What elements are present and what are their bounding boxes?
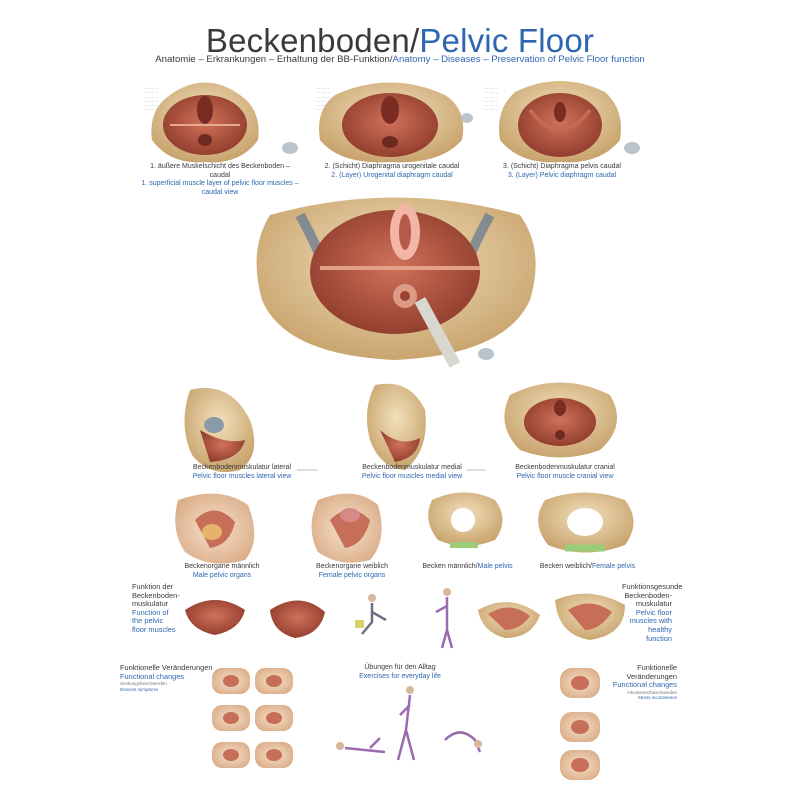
function-title-right-en: Pelvic floor muscles with healthy functi…: [629, 607, 672, 643]
changes-note-right-de: Inkontinenzbeschwerden: [627, 689, 677, 695]
orientation-icons-top: [282, 113, 640, 154]
descent-illustrations: [212, 668, 293, 768]
changes-note-left-de: Senkungsbeschwerden: [120, 681, 167, 687]
male-pelvic-organs: [175, 493, 255, 564]
female-pelvis: [538, 492, 634, 553]
caption-cranial-de: Beckenbodenmuskulatur cranial: [515, 464, 615, 471]
page-subtitle: Anatomie – Erkrankungen – Erhaltung der …: [0, 54, 800, 65]
function-title-left-en: Function of the pelvic floor muscles: [132, 607, 176, 634]
changes-title-left-de: Funktionelle Veränderungen: [120, 663, 213, 672]
caption-lateral-de: Beckenbodenmuskulatur lateral: [192, 464, 292, 471]
caption-view-2: 2. (Schicht) Diaphragma urogenitale caud…: [322, 163, 462, 180]
caption-female-organs-en: Female pelvic organs: [318, 571, 386, 579]
caption-male-pelvis-de: Becken männlich/: [422, 563, 478, 570]
exercise-title-de: Übungen für den Alltag: [364, 664, 436, 671]
caption-view-1-de: 1. äußere Muskelschicht des Beckenboden …: [150, 163, 290, 179]
medial-view: [366, 383, 426, 470]
title-english: Pelvic Floor: [419, 22, 595, 59]
pelvic-view-2: [319, 82, 464, 163]
caption-male-organs-en: Male pelvic organs: [192, 571, 252, 579]
caption-female-organs-de: Beckenorgane weiblich: [316, 563, 388, 570]
pelvic-view-3: [499, 81, 621, 163]
caption-female-pelvis-en: Female pelvis: [591, 563, 636, 570]
caption-male-pelvis-en: Male pelvis: [477, 563, 513, 570]
male-pelvis: [428, 492, 503, 548]
changes-note-right-en: Stress incontinence: [637, 695, 677, 701]
function-title-left: Funktion der Beckenboden-muskulatur Func…: [132, 582, 180, 635]
caption-view-1-en: 1. superficial muscle layer of pelvic fl…: [141, 180, 299, 196]
pelvic-view-1: [151, 82, 259, 163]
caption-view-1: 1. äußere Muskelschicht des Beckenboden …: [140, 163, 300, 197]
changes-title-right-en: Functional changes: [612, 680, 677, 690]
caption-lateral: Beckenbodenmuskulatur lateral Pelvic flo…: [182, 464, 302, 481]
exercise-title-en: Exercises for everyday life: [359, 672, 441, 680]
exercise-title: Übungen für den Alltag Exercises for eve…: [335, 664, 465, 681]
label-block-1: ………………………………………………………………: [143, 86, 158, 112]
changes-title-left-en: Functional changes: [120, 671, 185, 681]
caption-lateral-en: Pelvic floor muscles lateral view: [192, 472, 292, 480]
caption-male-organs-de: Beckenorgane männlich: [184, 563, 260, 570]
changes-note-left-en: Descent symptoms: [120, 686, 159, 692]
exercise-figures-top: [355, 588, 454, 649]
female-pelvic-organs: [311, 493, 382, 563]
caption-view-3-en: 3. (Layer) Pelvic diaphragm caudal: [507, 171, 617, 179]
caption-view-3-de: 3. (Schicht) Diaphragma pelvis caudal: [503, 163, 621, 170]
cranial-view: [504, 382, 618, 458]
caption-male-organs: Beckenorgane männlich Male pelvic organs: [182, 563, 262, 580]
function-title-right-de: Funktionsgesunde Beckenboden-muskulatur: [622, 582, 683, 609]
caption-female-pelvis-de: Becken weiblich/: [539, 563, 592, 570]
caption-cranial-en: Pelvic floor muscle cranial view: [516, 472, 614, 480]
caption-male-pelvis: Becken männlich/Male pelvis: [420, 563, 515, 572]
caption-medial: Beckenbodenmuskulatur medial Pelvic floo…: [352, 464, 472, 481]
caption-view-2-en: 2. (Layer) Urogenital diaphragm caudal: [331, 171, 453, 179]
label-block-3: ………………………………………………………………: [483, 86, 498, 112]
page-title: Beckenboden/Pelvic Floor: [0, 22, 800, 60]
function-illustrations: [185, 593, 625, 640]
subtitle-english: Anatomy – Diseases – Preservation of Pel…: [392, 54, 645, 65]
caption-female-pelvis: Becken weiblich/Female pelvis: [535, 563, 640, 572]
changes-title-right: Funktionelle Veränderungen Functional ch…: [595, 663, 677, 701]
caption-medial-en: Pelvic floor muscles medial view: [361, 472, 463, 480]
exercise-figures-bottom: [336, 686, 482, 761]
changes-title-right-de: Funktionelle Veränderungen: [626, 663, 677, 681]
function-title-left-de: Funktion der Beckenboden-muskulatur: [132, 582, 180, 609]
changes-title-left: Funktionelle Veränderungen Functional ch…: [120, 663, 215, 692]
caption-female-organs: Beckenorgane weiblich Female pelvic orga…: [312, 563, 392, 580]
incontinence-illustrations: [560, 668, 600, 780]
lateral-view: [184, 388, 255, 473]
subtitle-german: Anatomie – Erkrankungen – Erhaltung der …: [155, 54, 393, 65]
caption-view-3: 3. (Schicht) Diaphragma pelvis caudal 3.…: [492, 163, 632, 180]
caption-cranial: Beckenbodenmuskulatur cranial Pelvic flo…: [510, 464, 620, 481]
title-german: Beckenboden/: [205, 22, 420, 59]
caption-medial-de: Beckenbodenmuskulatur medial: [362, 464, 462, 471]
function-title-right: Funktionsgesunde Beckenboden-muskulatur …: [622, 582, 683, 643]
pelvic-floor-main-view: [256, 197, 536, 368]
caption-view-2-de: 2. (Schicht) Diaphragma urogenitale caud…: [324, 163, 460, 170]
label-block-2: ………………………………………………………………: [315, 86, 330, 112]
